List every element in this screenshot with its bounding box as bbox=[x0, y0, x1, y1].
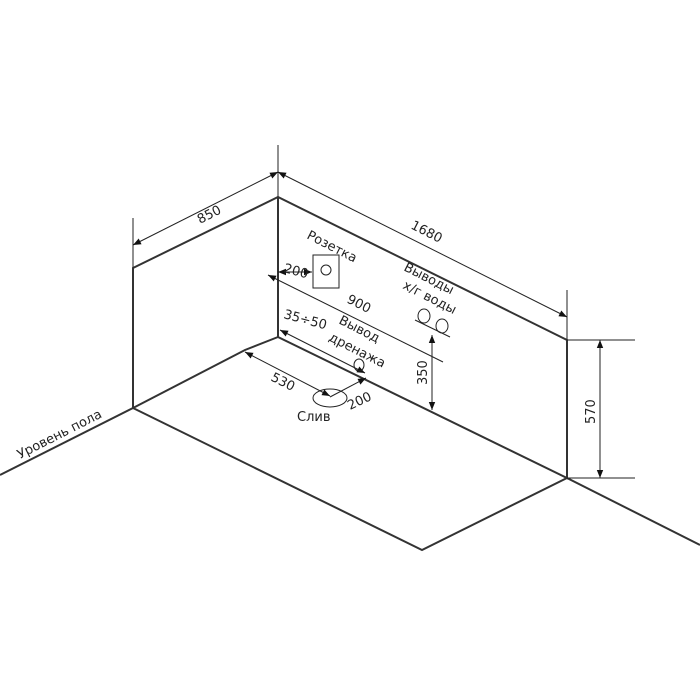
dim-1680: 1680 bbox=[408, 218, 444, 246]
label-drain: Слив bbox=[297, 410, 331, 425]
water-outlet-icon bbox=[417, 308, 431, 324]
dim-900: 900 bbox=[344, 292, 373, 317]
dimension-lines bbox=[132, 145, 635, 479]
dim-200-drain: 200 bbox=[345, 390, 374, 414]
drain-outlet-icon bbox=[353, 358, 365, 372]
water-outlet-icon bbox=[435, 318, 449, 334]
socket-icon bbox=[312, 254, 340, 289]
dim-850: 850 bbox=[195, 203, 224, 228]
dim-530: 530 bbox=[268, 370, 297, 395]
dim-350: 350 bbox=[416, 360, 431, 385]
drain-icon bbox=[312, 388, 348, 408]
dim-570: 570 bbox=[584, 399, 599, 424]
dim-200-socket: 200 bbox=[282, 261, 310, 282]
fixtures bbox=[312, 254, 449, 408]
label-floor-level: Уровень пола bbox=[15, 407, 105, 463]
dim-35-50: 35÷50 bbox=[282, 307, 328, 333]
